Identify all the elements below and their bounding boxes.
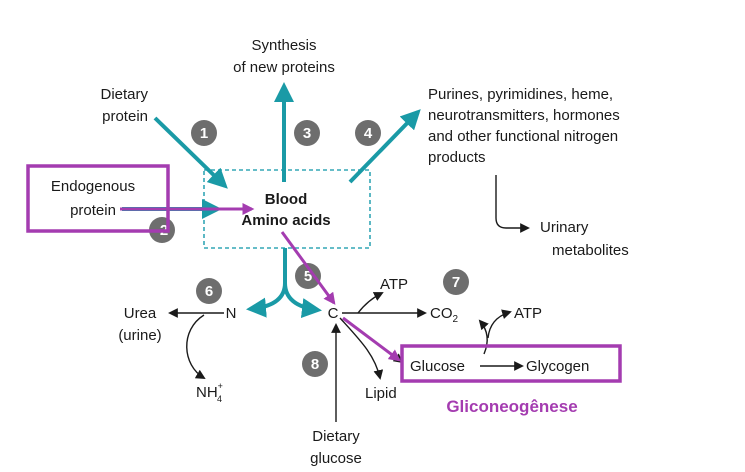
nh4-label: NH+4	[196, 381, 223, 404]
c-label: C	[328, 305, 339, 322]
synthesis-label: Synthesis	[251, 37, 316, 54]
arrow-to-atp-right	[487, 309, 512, 339]
blood-label: Blood	[265, 191, 308, 208]
glucose-glycogen-highlight-box	[400, 344, 622, 383]
atp-right-label: ATP	[514, 305, 542, 322]
co2-label: CO2	[430, 305, 459, 325]
step-badge-8: 8	[302, 351, 328, 377]
svg-text:3: 3	[303, 125, 311, 142]
dietary-protein-label-2: protein	[102, 108, 148, 125]
step-badge-3: 3	[294, 120, 320, 146]
products-label-3: and other functional nitrogen	[428, 128, 618, 145]
endogenous-label-1: Endogenous	[51, 178, 135, 195]
dietary-glucose-label-2: glucose	[310, 450, 362, 467]
arrow-c-to-atp	[357, 292, 384, 314]
gliconeogenese-label: Gliconeogênese	[446, 397, 577, 416]
urinary-label-2: metabolites	[552, 242, 629, 259]
step-badge-5: 5	[295, 263, 321, 289]
products-label-4: products	[428, 149, 486, 166]
products-label-1: Purines, pyrimidines, heme,	[428, 86, 613, 103]
lipid-label: Lipid	[365, 385, 397, 402]
svg-text:8: 8	[311, 356, 319, 373]
products-label-2: neurotransmitters, hormones	[428, 107, 620, 124]
urinary-label-1: Urinary	[540, 219, 589, 236]
synthesis-label-2: of new proteins	[233, 59, 335, 76]
arrow-dietary-protein	[153, 116, 228, 189]
step-badge-7: 7	[443, 269, 469, 295]
arrow-n-to-nh4	[186, 314, 206, 379]
purple-arrow-to-c	[280, 231, 336, 305]
svg-text:6: 6	[205, 283, 213, 300]
arrow-to-c	[283, 282, 322, 318]
n-label: N	[226, 305, 237, 322]
dietary-glucose-label-1: Dietary	[312, 428, 360, 445]
step-badge-1: 1	[191, 120, 217, 146]
svg-text:1: 1	[200, 125, 208, 142]
step-badge-6: 6	[196, 278, 222, 304]
purple-arrow-to-glucose	[342, 316, 401, 362]
step-badge-4: 4	[355, 120, 381, 146]
svg-text:7: 7	[452, 274, 460, 291]
urea-label: Urea	[124, 305, 157, 322]
arrow-products	[348, 109, 421, 184]
urine-label: (urine)	[118, 327, 161, 344]
svg-text:5: 5	[304, 268, 312, 285]
atp-top-label: ATP	[380, 276, 408, 293]
glucose-label: Glucose	[410, 358, 465, 375]
arrow-glucose-to-co2	[478, 319, 489, 355]
amino-acids-label: Amino acids	[241, 212, 330, 229]
endogenous-highlight-box	[26, 164, 170, 233]
arrow-products-to-urinary	[495, 175, 530, 233]
arrow-to-n	[246, 248, 287, 318]
endogenous-label-2: protein	[70, 202, 116, 219]
svg-text:4: 4	[364, 125, 373, 142]
dietary-protein-label: Dietary	[100, 86, 148, 103]
glycogen-label: Glycogen	[526, 358, 589, 375]
arrow-c-to-lipid	[339, 317, 384, 380]
